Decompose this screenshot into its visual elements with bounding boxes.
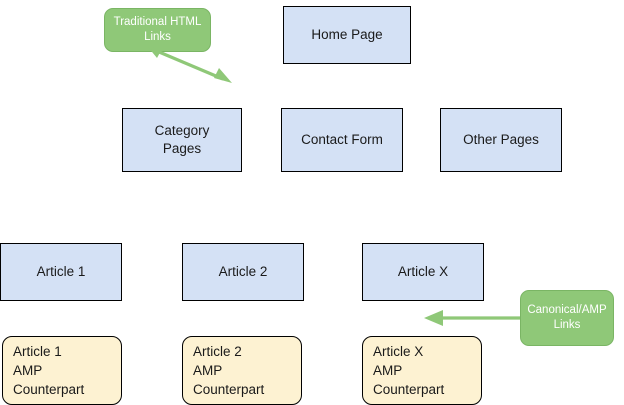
node-amp-article-1-label: Article 1 AMP Counterpart bbox=[13, 343, 85, 398]
node-article-2[interactable]: Article 2 bbox=[182, 243, 304, 301]
callout-canonical-amp-links[interactable]: Canonical/AMP Links bbox=[520, 290, 614, 346]
node-amp-article-1[interactable]: Article 1 AMP Counterpart bbox=[2, 336, 122, 405]
node-article-x[interactable]: Article X bbox=[362, 243, 484, 301]
arrow-traditional-html-links bbox=[151, 47, 232, 83]
node-home-page-label: Home Page bbox=[311, 27, 383, 43]
node-article-1[interactable]: Article 1 bbox=[0, 243, 122, 301]
node-amp-article-x-label: Article X AMP Counterpart bbox=[373, 343, 445, 398]
node-amp-article-2[interactable]: Article 2 AMP Counterpart bbox=[182, 336, 302, 405]
node-home-page[interactable]: Home Page bbox=[283, 6, 411, 64]
callout-traditional-html-links-label: Traditional HTML Links bbox=[113, 15, 202, 43]
node-article-2-label: Article 2 bbox=[218, 264, 268, 280]
callout-canonical-amp-links-label: Canonical/AMP Links bbox=[527, 303, 607, 331]
node-category-pages-label: Category Pages bbox=[154, 123, 210, 156]
node-amp-article-x[interactable]: Article X AMP Counterpart bbox=[362, 336, 482, 405]
node-other-pages-label: Other Pages bbox=[463, 132, 539, 148]
callout-traditional-html-links[interactable]: Traditional HTML Links bbox=[104, 8, 211, 52]
node-contact-form-label: Contact Form bbox=[301, 132, 383, 148]
node-category-pages[interactable]: Category Pages bbox=[122, 108, 242, 172]
node-contact-form[interactable]: Contact Form bbox=[281, 108, 403, 172]
node-amp-article-2-label: Article 2 AMP Counterpart bbox=[193, 343, 265, 398]
node-article-1-label: Article 1 bbox=[36, 264, 86, 280]
node-other-pages[interactable]: Other Pages bbox=[440, 108, 562, 172]
arrow-canonical-amp-links bbox=[424, 310, 520, 326]
node-article-x-label: Article X bbox=[397, 264, 449, 280]
